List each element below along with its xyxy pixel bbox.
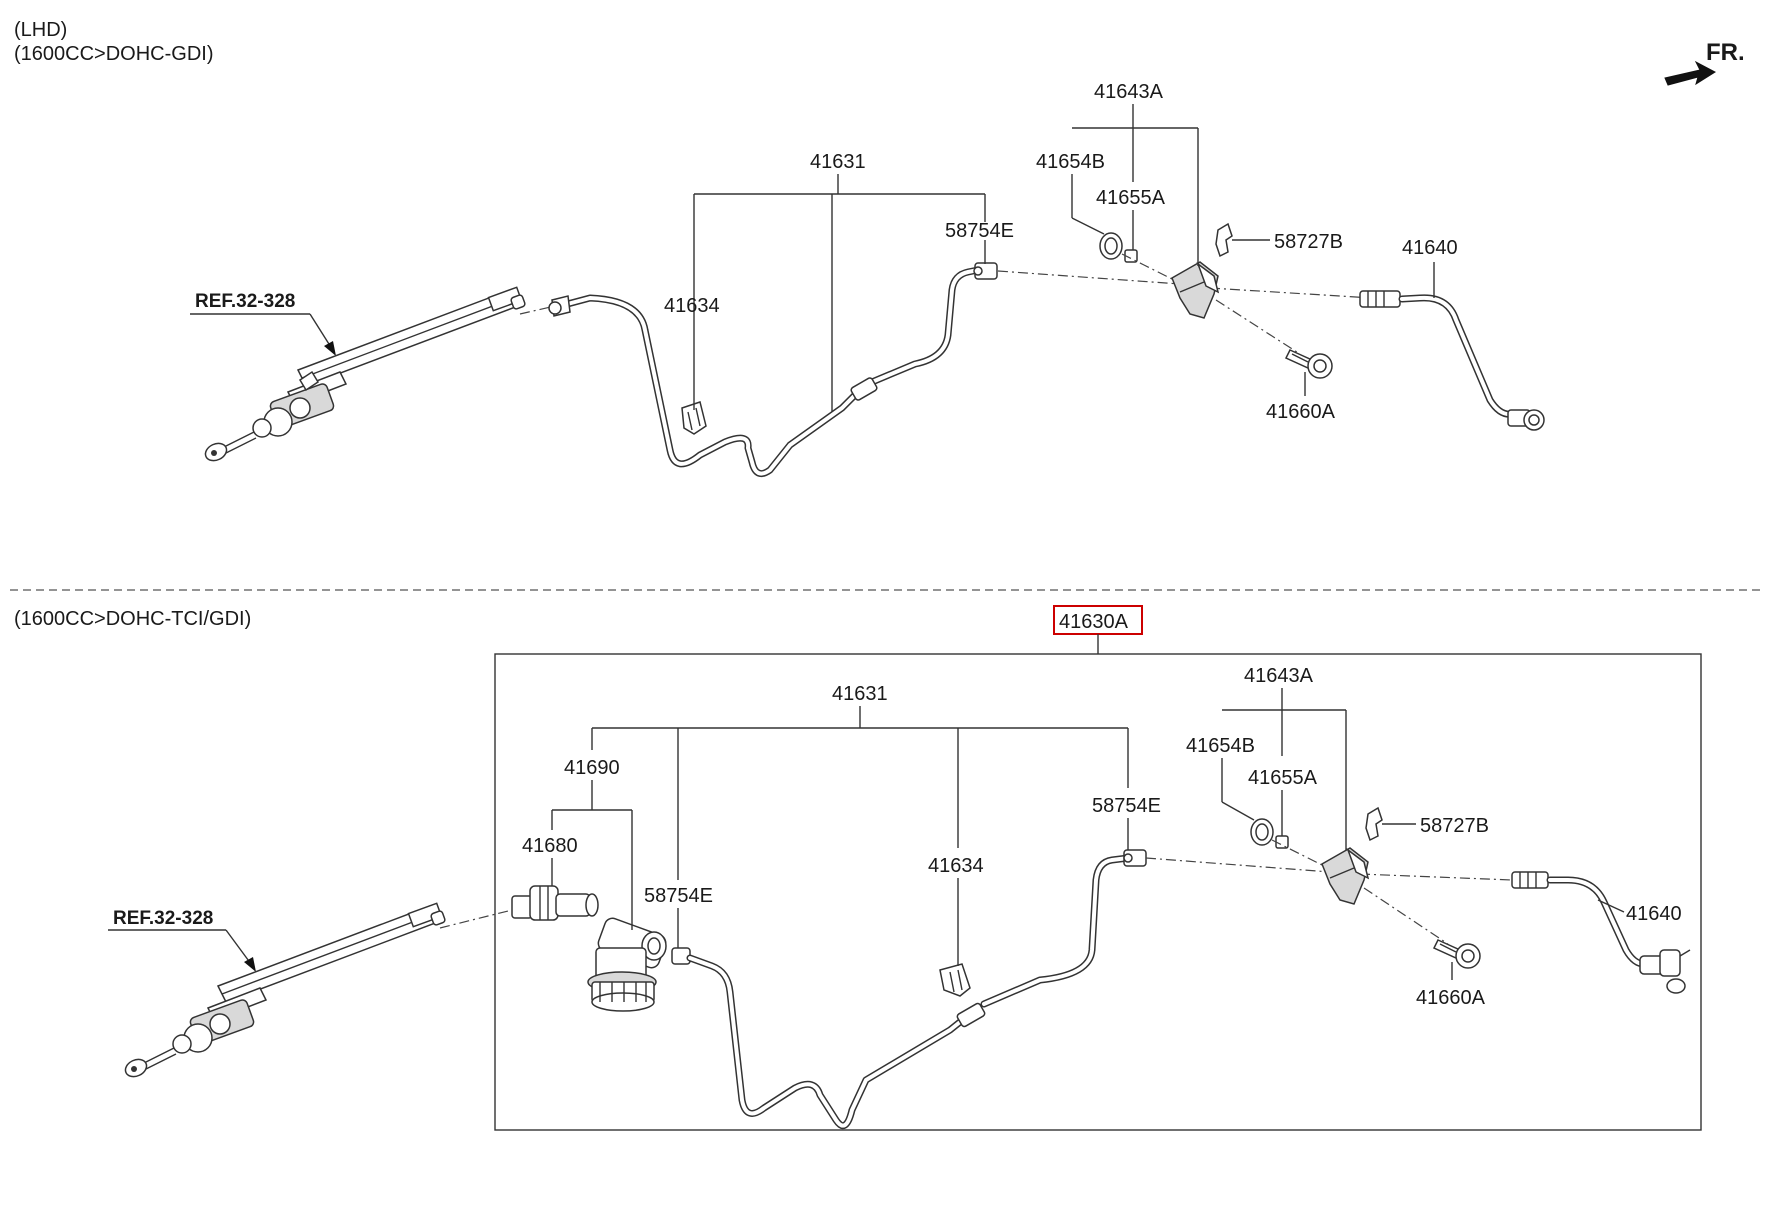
top-label-41634: 41634 <box>664 295 720 317</box>
top-label-41640: 41640 <box>1402 237 1458 259</box>
kit-41630a-frame <box>494 653 1702 1131</box>
bottom-dash-pipe-to-bracket <box>1145 857 1331 873</box>
bottom-pipe-41631-icon <box>671 849 1147 1129</box>
top-dash-grommet <box>1121 253 1181 284</box>
bottom-master-cylinder-icon <box>124 902 446 1078</box>
bottom-damper-41690-icon <box>587 917 667 1012</box>
top-label-41655a: 41655A <box>1096 187 1166 209</box>
top-label-41660a: 41660A <box>1266 401 1336 423</box>
front-direction-arrow-icon <box>1664 60 1716 86</box>
bottom-label-41690: 41690 <box>564 757 620 779</box>
top-dash-bracket-to-bolt <box>1215 299 1301 355</box>
top-label-58754e: 58754E <box>945 220 1014 242</box>
top-clip-58727b-icon <box>1215 222 1233 258</box>
bottom-bracket-41643a-icon <box>1321 847 1370 905</box>
top-label-41643a: 41643A <box>1094 81 1164 103</box>
bottom-label-41634: 41634 <box>928 855 984 877</box>
bottom-label-41654b: 41654B <box>1186 735 1255 757</box>
top-clip-41634-icon <box>681 401 707 435</box>
bottom-label-41631: 41631 <box>832 683 888 705</box>
top-pipe-41631-icon <box>548 262 998 478</box>
bottom-label-41655a: 41655A <box>1248 767 1318 789</box>
bottom-dash-grommet <box>1271 839 1329 869</box>
top-dash-pipe-to-bracket <box>997 270 1181 285</box>
bottom-dash-bracket-to-bolt <box>1363 887 1449 945</box>
top-label-41631: 41631 <box>810 151 866 173</box>
bottom-diagram: 41630A REF.32-328 <box>108 605 1702 1131</box>
bottom-collar-41655a-icon <box>1275 835 1289 849</box>
bottom-leader-lines <box>551 688 1625 980</box>
bottom-label-41643a: 41643A <box>1244 665 1314 687</box>
bottom-bolt-41660a-icon <box>1432 939 1481 969</box>
bottom-dash-cyl-to-fitting <box>439 909 513 929</box>
bottom-clip-41634-icon <box>939 963 971 997</box>
top-hose-41640-icon <box>1359 290 1545 431</box>
kit-label-41630a: 41630A <box>1059 611 1129 633</box>
header-bottom-engine: (1600CC>DOHC-TCI/GDI) <box>14 608 251 630</box>
top-grommet-41654b-icon <box>1099 232 1123 260</box>
top-ref-label: REF.32-328 <box>195 291 295 312</box>
top-bolt-41660a-icon <box>1284 349 1333 379</box>
bottom-label-58754e-left: 58754E <box>644 885 713 907</box>
bottom-hose-41640-icon <box>1511 871 1691 994</box>
bottom-dash-bracket-to-hose <box>1359 873 1513 881</box>
bottom-clip-58727b-icon <box>1365 806 1383 842</box>
top-leader-lines <box>693 104 1435 412</box>
top-master-cylinder-icon <box>204 286 526 462</box>
header-top-engine: (1600CC>DOHC-GDI) <box>14 43 213 65</box>
bottom-label-41660a: 41660A <box>1416 987 1486 1009</box>
front-direction-label: FR. <box>1706 39 1745 66</box>
bottom-ref-label: REF.32-328 <box>113 908 213 929</box>
bottom-grommet-41654b-icon <box>1250 818 1274 846</box>
header-lhd: (LHD) <box>14 19 67 41</box>
top-ref-arrowhead-icon <box>324 341 336 356</box>
top-bracket-41643a-icon <box>1171 261 1220 319</box>
top-diagram: REF.32-328 <box>190 81 1545 478</box>
bottom-fitting-41680-icon <box>511 885 599 921</box>
top-label-41654b: 41654B <box>1036 151 1105 173</box>
bottom-label-58754e-right: 58754E <box>1092 795 1161 817</box>
bottom-ref-arrowhead-icon <box>244 957 256 972</box>
top-label-58727b: 58727B <box>1274 231 1343 253</box>
bottom-label-41640: 41640 <box>1626 903 1682 925</box>
bottom-label-41680: 41680 <box>522 835 578 857</box>
bottom-label-58727b: 58727B <box>1420 815 1489 837</box>
top-dash-bracket-to-hose <box>1209 287 1373 299</box>
